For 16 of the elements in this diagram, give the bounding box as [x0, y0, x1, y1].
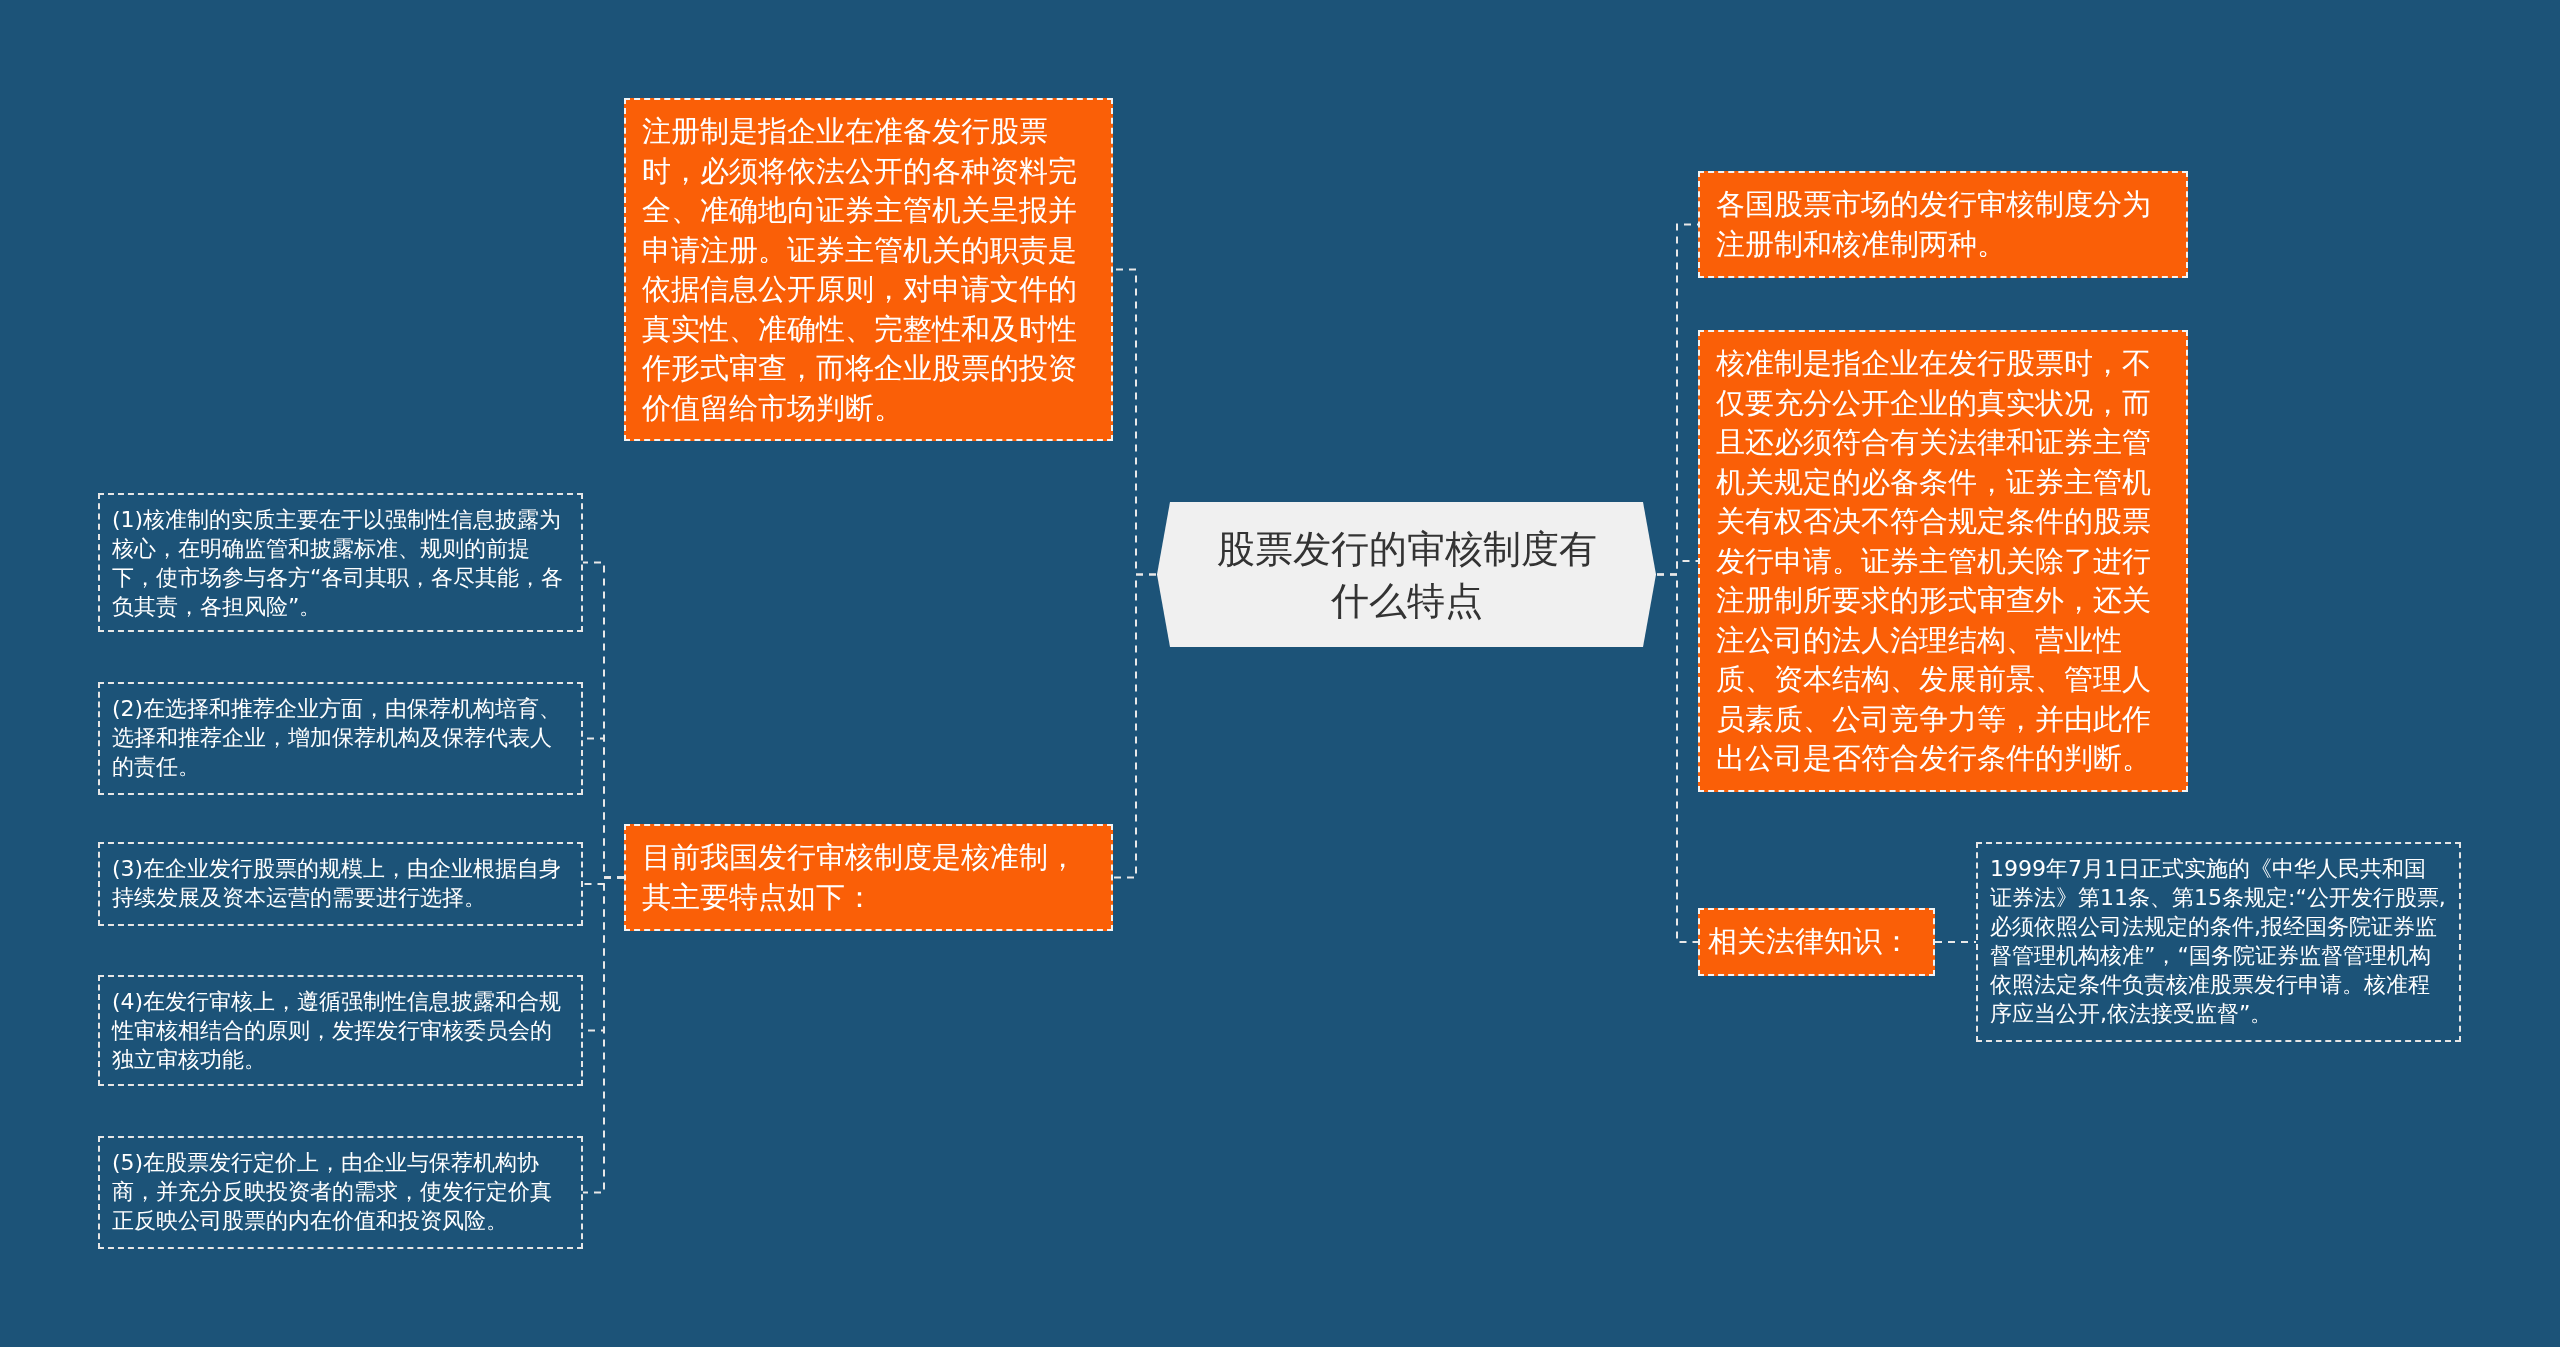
topic-box: 相关法律知识：: [1698, 908, 1935, 976]
note-box: 1999年7月1日正式实施的《中华人民共和国证券法》第11条、第15条规定:“公开发行股票,必须依照公司法规定的条件,报经国务院证券监督管理机构核准”，“国务院证券监督管理机构依照法定条件负责核准股票发行申请。核准程序应当公开,依法接受监督”。: [1976, 842, 2461, 1042]
connector-line: [1112, 573, 1157, 879]
note-box: (2)在选择和推荐企业方面，由保荐机构培育、选择和推荐企业，增加保荐机构及保荐代表人的责任。: [98, 682, 583, 795]
note-box: (5)在股票发行定价上，由企业与保荐机构协商，并充分反映投资者的需求，使发行定价真正反映公司股票的内在价值和投资风险。: [98, 1136, 583, 1249]
note-box: (4)在发行审核上，遵循强制性信息披露和合规性审核相结合的原则，发挥发行审核委员会的独立审核功能。: [98, 975, 583, 1086]
note-box: (3)在企业发行股票的规模上，由企业根据自身持续发展及资本运营的需要进行选择。: [98, 842, 583, 926]
topic-box: 注册制是指企业在准备发行股票时，必须将依法公开的各种资料完全、准确地向证券主管机关呈报并申请注册。证券主管机关的职责是依据信息公开原则，对申请文件的真实性、准确性、完整性和及时性作形式审查，而将企业股票的投资价值留给市场判断。: [624, 98, 1113, 441]
connector-line: [1656, 573, 1699, 943]
topic-box: 各国股票市场的发行审核制度分为注册制和核准制两种。: [1698, 171, 2188, 278]
topic-box: 目前我国发行审核制度是核准制，其主要特点如下：: [624, 824, 1113, 931]
topic-box: 核准制是指企业在发行股票时，不仅要充分公开企业的真实状况，而且还必须符合有关法律和证券主管机关规定的必备条件，证券主管机关有权否决不符合规定条件的股票发行申请。证券主管机关除了进行注册制所要求的形式审查外，还关注公司的法人治理结构、营业性质、资本结构、发展前景、管理人员素质、公司竞争力等，并由此作出公司是否符合发行条件的判断。: [1698, 330, 2188, 792]
central-topic: 股票发行的审核制度有什么特点: [1156, 501, 1657, 648]
connector-line: [1934, 941, 1977, 943]
note-box: (1)核准制的实质主要在于以强制性信息披露为核心，在明确监管和披露标准、规则的前提下，使市场参与各方“各司其职，各尽其能，各负其责，各担风险”。: [98, 493, 583, 632]
connector-line: [582, 876, 625, 1194]
